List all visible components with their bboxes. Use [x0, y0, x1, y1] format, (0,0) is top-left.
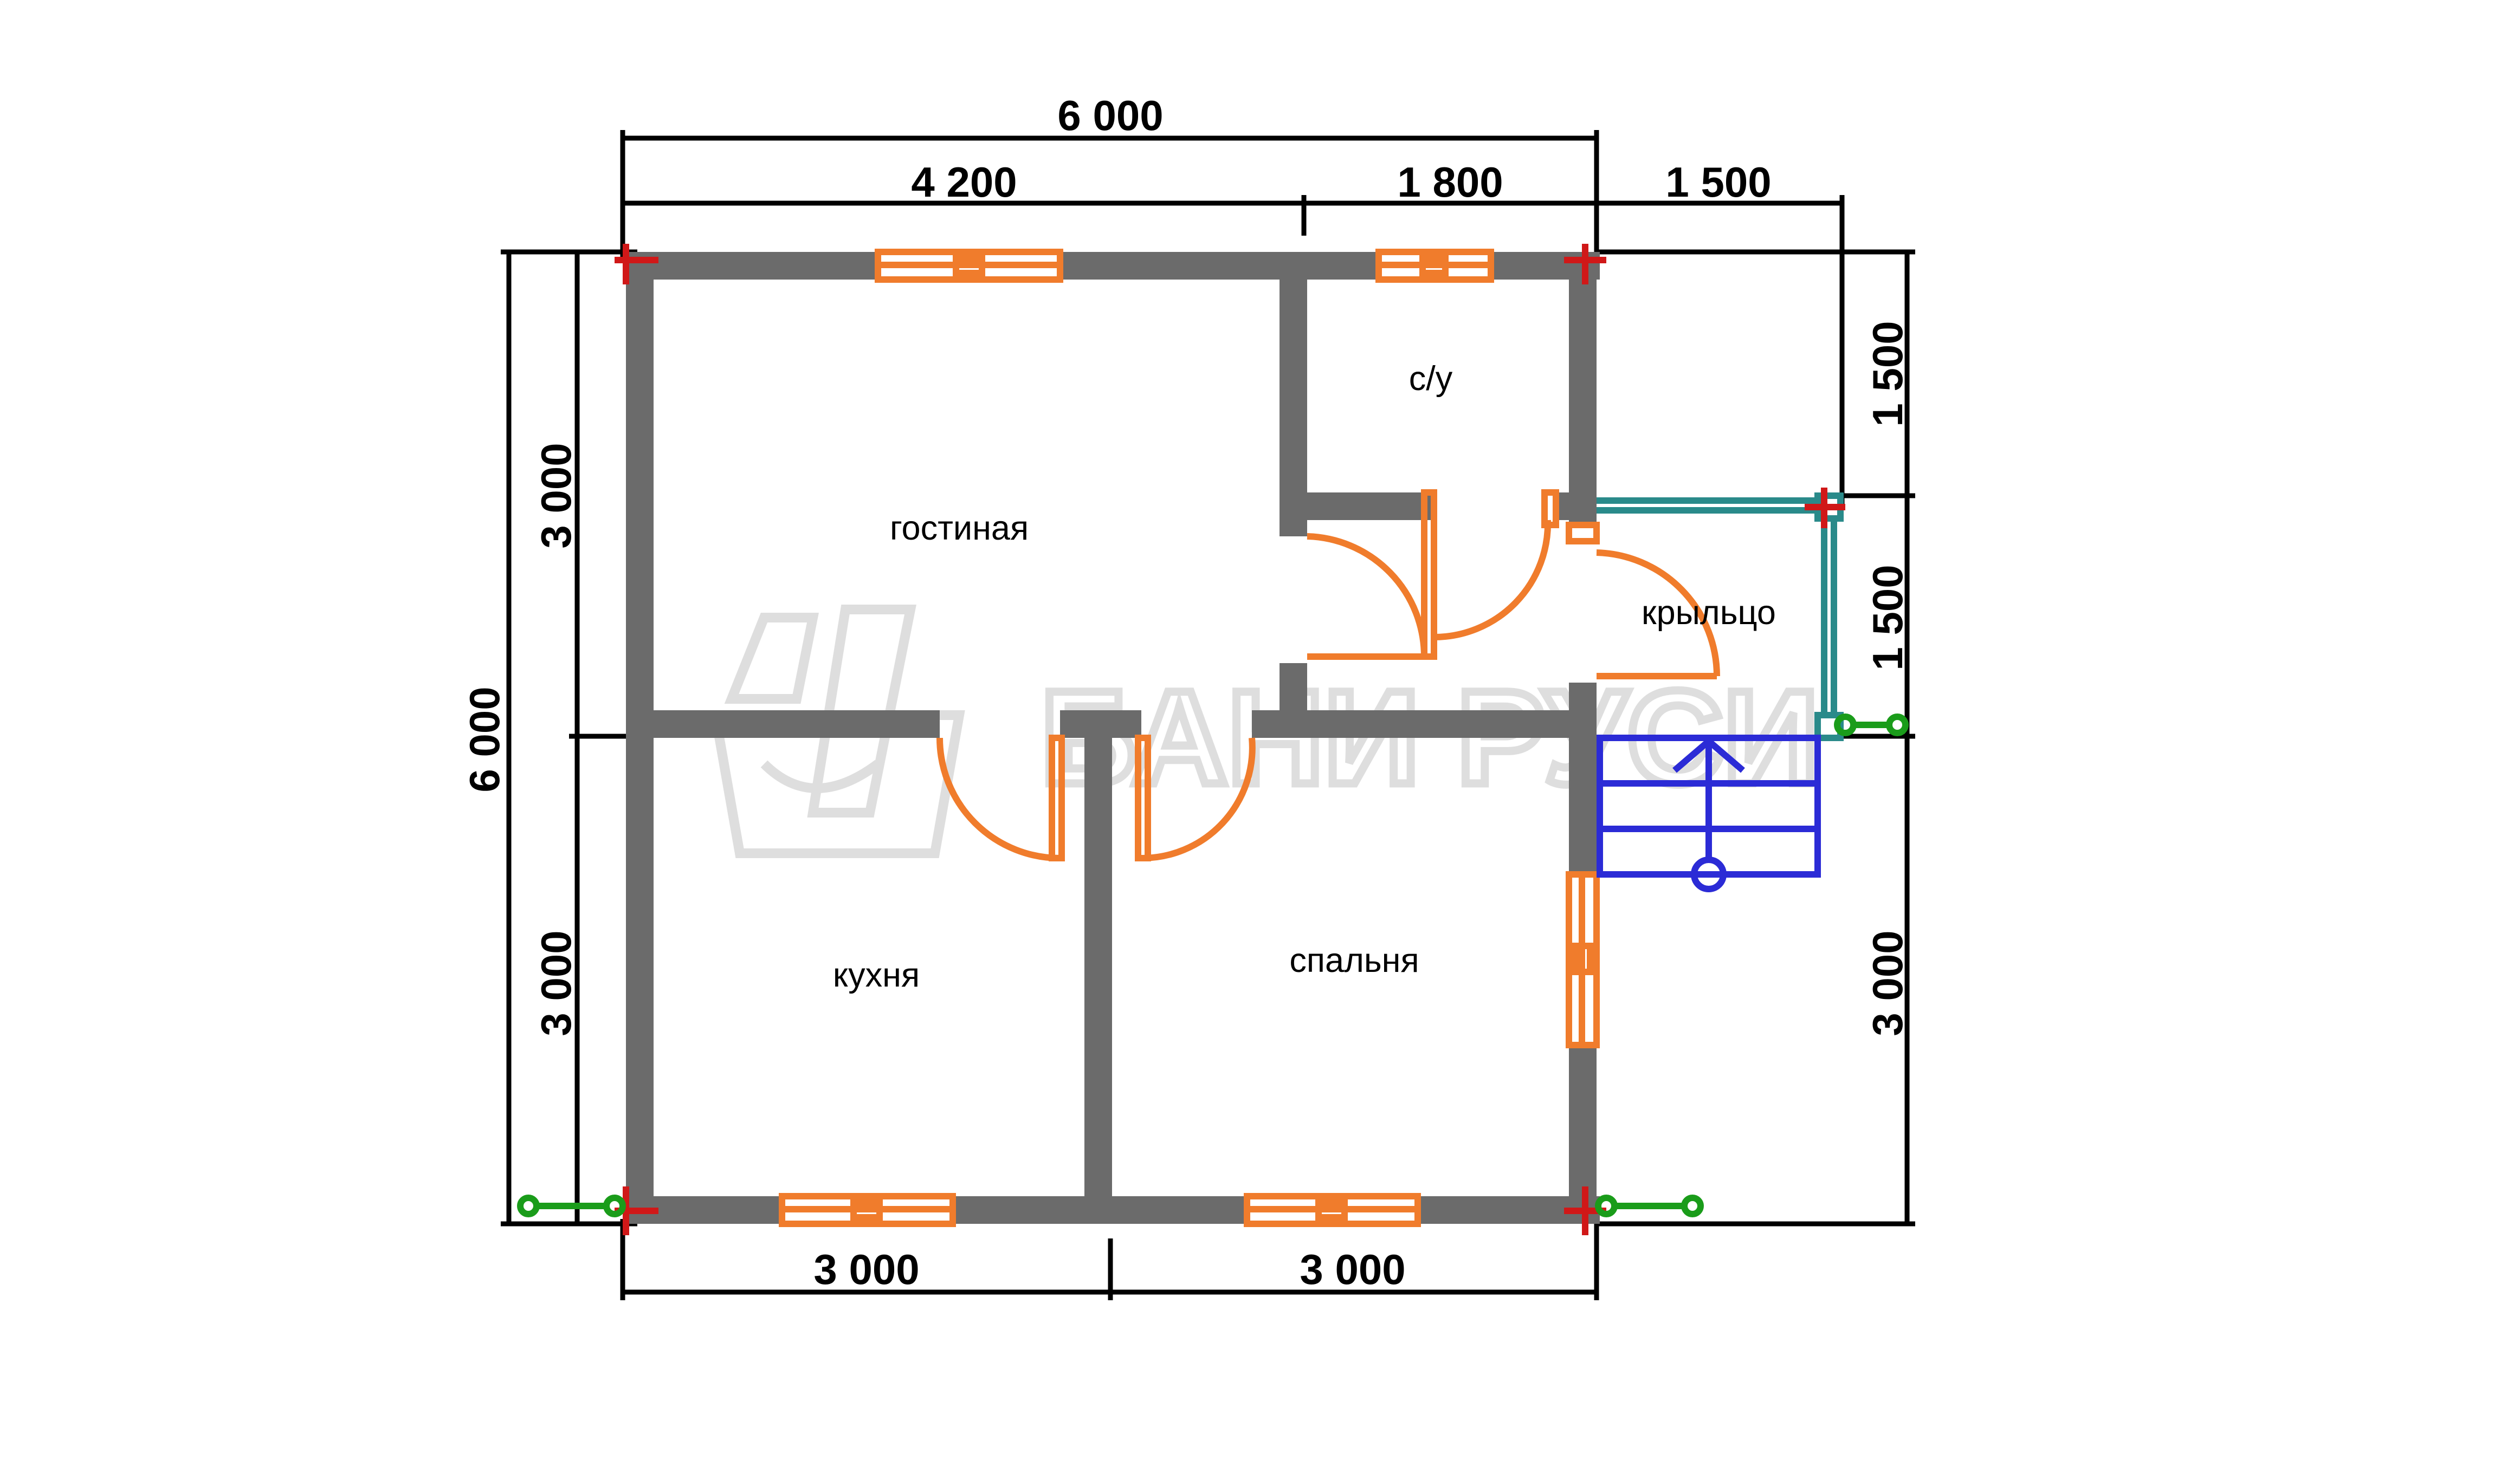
window-right — [1566, 871, 1600, 1048]
wall-mid-left — [626, 710, 940, 738]
door-entrance — [1566, 522, 1720, 679]
dim-right-middle: 1 500 — [1864, 565, 1911, 670]
room-porch-label: крыльцо — [1642, 594, 1776, 632]
dim-top-left: 4 200 — [911, 158, 1017, 206]
dim-top-porch: 1 500 — [1665, 158, 1771, 206]
walls — [626, 252, 1600, 1224]
wall-mid-right — [1252, 710, 1569, 738]
wall-top-2 — [1060, 252, 1379, 280]
dim-left-upper: 3 000 — [532, 443, 580, 548]
wall-kitchen-bedroom — [1084, 710, 1112, 1224]
dim-left-total: 6 000 — [461, 686, 508, 792]
door-kitchen — [936, 735, 1065, 861]
dim-left-lower: 3 000 — [532, 930, 580, 1036]
window-bottom-right — [1244, 1193, 1421, 1227]
room-bathroom-label: с/у — [1409, 360, 1453, 398]
window-top-left — [875, 249, 1063, 283]
door-bathroom — [1433, 489, 1559, 640]
dim-bottom-left: 3 000 — [813, 1246, 919, 1293]
dimension-lines — [501, 130, 1915, 1300]
window-bottom-left — [779, 1193, 956, 1227]
wall-top-1 — [626, 252, 878, 280]
windows — [779, 249, 1600, 1227]
dim-right-upper: 1 500 — [1864, 321, 1911, 426]
dim-top-total: 6 000 — [1057, 92, 1163, 139]
grid-markers — [517, 713, 1909, 1217]
wall-bath-bottom-right — [1556, 492, 1597, 520]
room-labels: с/у гостиная крыльцо кухня спальня — [833, 360, 1776, 994]
room-bedroom-label: спальня — [1289, 942, 1419, 979]
wall-bath-vertical — [1280, 252, 1307, 536]
wall-right-1 — [1569, 252, 1597, 525]
dimension-labels: 6 000 4 200 1 800 1 500 6 000 3 000 3 00… — [461, 92, 1911, 1293]
dim-top-right: 1 800 — [1397, 158, 1503, 206]
dim-bottom-right: 3 000 — [1300, 1246, 1405, 1293]
room-living-label: гостиная — [890, 509, 1029, 547]
door-bedroom — [1135, 735, 1256, 862]
wall-right-2 — [1569, 683, 1597, 874]
porch-stairs — [1597, 735, 1821, 892]
doors — [936, 489, 1720, 862]
dim-right-lower: 3 000 — [1864, 930, 1911, 1036]
window-top-right — [1375, 249, 1494, 283]
wall-bath-bottom — [1280, 492, 1431, 520]
room-kitchen-label: кухня — [833, 956, 920, 994]
porch-railing — [1597, 492, 1844, 741]
door-living-corridor — [1307, 489, 1437, 660]
